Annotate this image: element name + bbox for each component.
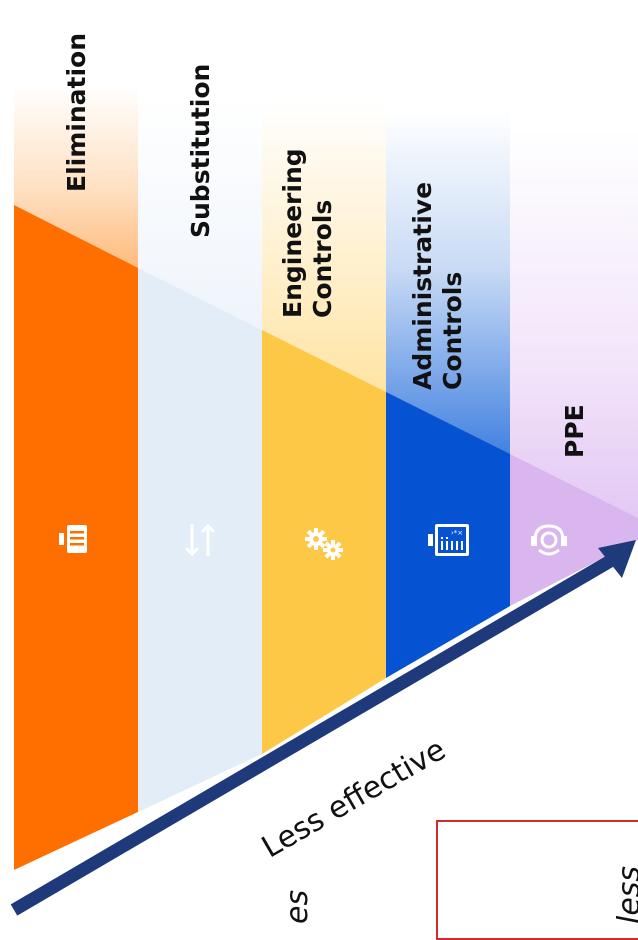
partial-text-left: es xyxy=(280,889,315,924)
label-elimination: Elimination xyxy=(62,33,91,192)
effectiveness-arrow-shaft xyxy=(10,554,616,916)
checklist-board-icon: ›*× xyxy=(428,524,469,556)
label-administrative-controls: Administrative Controls xyxy=(408,181,467,390)
column-substitution xyxy=(138,268,262,812)
effectiveness-arrow-head xyxy=(598,540,636,578)
elimination-icon xyxy=(59,525,87,553)
worker-ppe-icon xyxy=(531,524,567,556)
column-ppe xyxy=(510,454,638,606)
red-outlined-box xyxy=(436,820,638,940)
gears-icon xyxy=(305,528,343,560)
column-fade-ppe xyxy=(510,130,638,530)
svg-text:›*×: ›*× xyxy=(451,529,463,537)
label-engineering-controls: Engineering Controls xyxy=(278,148,337,318)
column-fade-administrative xyxy=(386,110,510,460)
label-substitution: Substitution xyxy=(186,63,215,238)
label-ppe: PPE xyxy=(560,404,589,458)
substitution-arrows-icon xyxy=(184,523,216,557)
column-engineering xyxy=(262,330,386,754)
partial-text-right: less xyxy=(612,865,638,924)
